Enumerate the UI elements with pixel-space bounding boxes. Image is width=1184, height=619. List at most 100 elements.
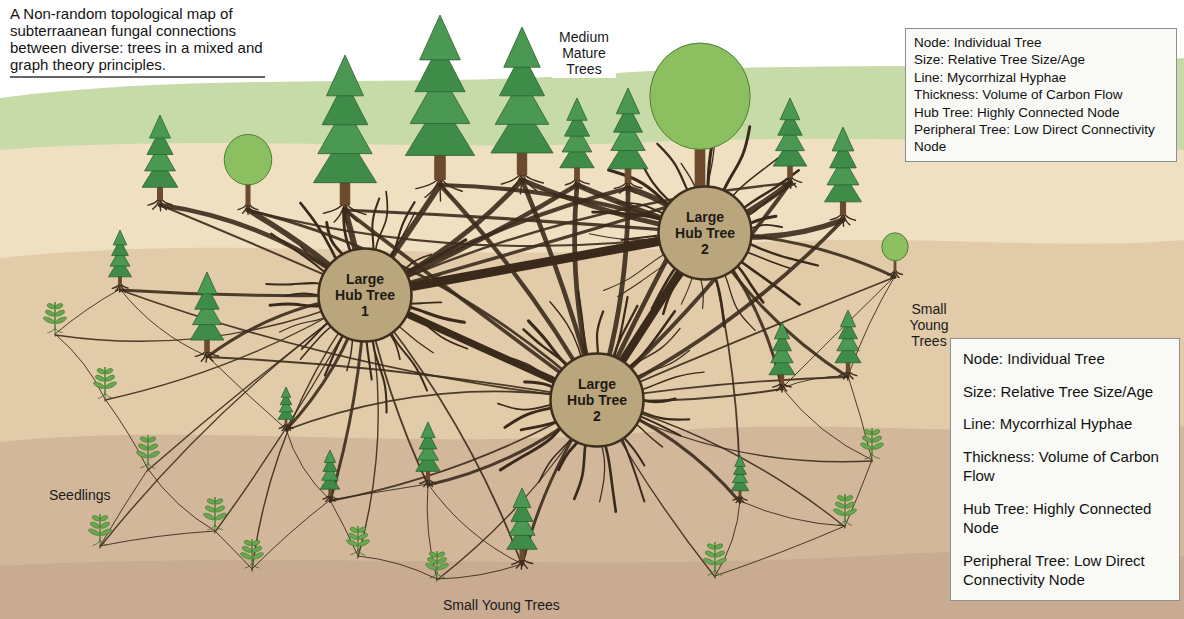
conifer-tier — [197, 272, 217, 294]
hyphae-connector — [410, 315, 553, 380]
conifer-tier — [421, 422, 435, 438]
seedling-leaf — [90, 521, 101, 529]
seedling-leaf — [138, 443, 149, 451]
legend-row: Node: Individual Tree — [914, 35, 1168, 51]
seedling-leaf — [844, 495, 853, 502]
seedling-leaf — [95, 374, 106, 382]
tree-roots — [48, 173, 903, 581]
legend-text: Line: Mycorrhizal Hyphae — [914, 70, 1066, 86]
hypha-line — [55, 289, 120, 334]
seedling-leaf — [348, 532, 359, 540]
conifer-tier — [774, 322, 789, 339]
tree-root — [105, 393, 112, 398]
legend-row: Line: Mycorrhizal Hyphae — [914, 70, 1168, 86]
tree-root — [872, 454, 879, 458]
tree-crown — [224, 134, 272, 184]
seedling — [703, 542, 728, 572]
conifer-tier — [504, 27, 541, 67]
seedling-leaf — [203, 512, 216, 521]
seedling — [203, 497, 228, 527]
seedling-leaf — [427, 556, 438, 564]
hypha-line — [437, 564, 522, 579]
tree-root — [215, 525, 222, 530]
tree-root — [334, 203, 345, 222]
seedling — [425, 551, 450, 575]
hypha-line — [365, 197, 700, 295]
hypha-line — [100, 531, 215, 546]
conifer-tree — [835, 310, 861, 372]
tree-root — [148, 463, 155, 468]
seedling-leaf — [45, 309, 56, 317]
hub-label: Large Hub Tree 2 — [564, 376, 630, 424]
seedling-leaf — [206, 498, 215, 505]
hypha-line — [252, 500, 330, 569]
conifer-tier — [616, 88, 639, 114]
hub-tree-node: Large Hub Tree 2 — [549, 352, 645, 448]
hypha-line — [358, 556, 437, 579]
conifer-tree — [825, 127, 862, 215]
seedling-leaf — [243, 539, 252, 546]
seedling-leaf — [833, 508, 846, 517]
tree-root — [425, 178, 440, 197]
tree-root — [48, 328, 55, 333]
seedling-leaf — [105, 381, 118, 390]
seedling-leaf — [242, 545, 253, 553]
conifer-tier — [832, 127, 854, 151]
seedling-leaf — [715, 557, 728, 566]
conifer-tier — [567, 98, 587, 120]
seedling-leaf — [845, 508, 858, 517]
seedling-leaf — [872, 442, 885, 451]
hypha-line — [428, 484, 522, 564]
seedling-leaf — [91, 515, 100, 522]
tree-root — [98, 393, 105, 398]
hypha-line — [715, 526, 845, 576]
hypha-line — [100, 469, 148, 546]
seedling-leaf — [251, 539, 260, 546]
hypha-line — [100, 295, 365, 547]
tree-root — [345, 203, 347, 224]
tree-root — [522, 173, 536, 190]
seedling-leaf — [863, 429, 872, 436]
seedling-leaf — [104, 368, 113, 375]
legend-panel: Node: Individual TreeSize: Relative Tree… — [905, 28, 1177, 162]
seedling-leaf — [845, 501, 856, 509]
hub-circle — [551, 354, 644, 447]
legend-row: Hub Tree: Highly Connected Node — [914, 105, 1168, 121]
hypha-line — [782, 388, 872, 460]
seedling — [43, 302, 68, 330]
seedling-leaf — [88, 528, 101, 537]
legend-text: Thickness: Volume of Carbon Flow — [914, 87, 1123, 103]
legend-text: Node: Individual Tree — [963, 349, 1105, 369]
hub-circle — [659, 187, 752, 280]
diagram-title: A Non-random topological map of subterra… — [10, 5, 272, 73]
seedling-leaf — [349, 526, 358, 533]
conifer-tree — [314, 55, 377, 205]
seedling-leaf — [54, 303, 63, 310]
hypha-line — [160, 205, 597, 400]
tree-root — [55, 328, 62, 333]
region-label: Medium Mature Trees — [552, 28, 616, 78]
seedling — [860, 428, 885, 456]
hyphae-connector — [624, 274, 679, 359]
conifer-tree — [731, 455, 749, 497]
conifer-tier — [420, 15, 461, 60]
seedling-leaf — [715, 550, 726, 558]
seedling — [93, 367, 118, 395]
hyphae-network — [55, 180, 895, 580]
conifer-tree — [507, 488, 537, 560]
seedling-leaf — [96, 368, 105, 375]
seedling-leaf — [147, 436, 156, 443]
seedling — [240, 539, 265, 565]
hub-tree-node: Large Hub Tree 2 — [657, 185, 753, 281]
conifer-tree — [190, 272, 224, 352]
hyphae-connector — [413, 242, 657, 286]
hypha-line — [207, 356, 286, 429]
legend-row: Line: Mycorrhizal Hyphae — [963, 414, 1167, 434]
tree-root — [865, 454, 872, 459]
seedling-leaf — [357, 526, 366, 533]
seedling-leaf — [105, 374, 116, 382]
legend-text: Line: Mycorrhizal Hyphae — [963, 414, 1132, 434]
seedling-leaf — [93, 381, 106, 390]
